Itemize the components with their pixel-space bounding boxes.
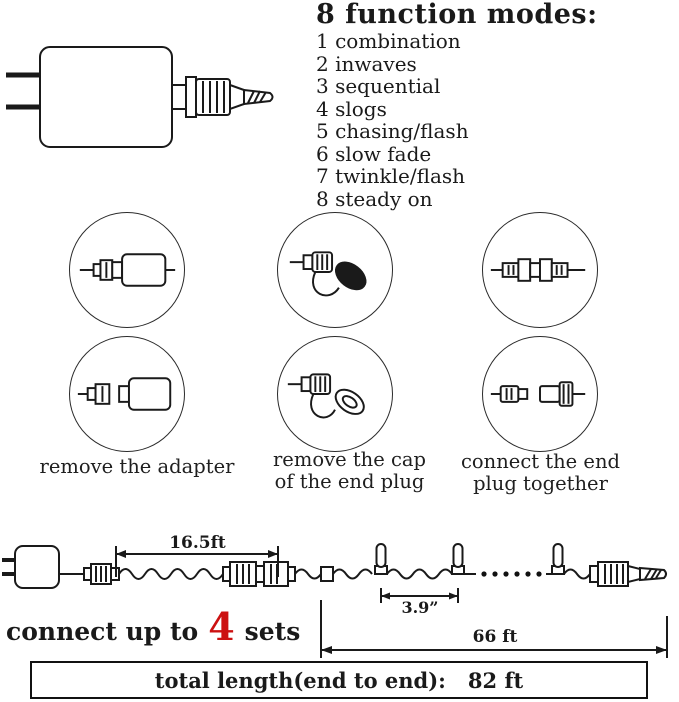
string-length-label: 66 ft xyxy=(472,627,518,647)
connect-suffix: sets xyxy=(244,617,301,646)
total-length-label: total length(end to end): xyxy=(154,667,446,693)
connect-sets-note: connect up to 4 sets xyxy=(6,604,301,649)
caption-connect-end: connect the end plug together xyxy=(443,451,638,494)
step-circle-plugs-connected xyxy=(482,212,598,328)
step-circle-adapter-removed xyxy=(69,336,185,452)
caption-remove-cap-line2: of the end plug xyxy=(274,469,425,493)
mode-item-5: 5 chasing/flash xyxy=(316,119,469,143)
caption-remove-adapter-line1: remove the adapter xyxy=(39,455,235,478)
function-modes-panel: 8 function modes: 1 combination 2 inwave… xyxy=(316,0,676,210)
bulb-icon xyxy=(375,543,387,568)
adapter-attached-art xyxy=(79,253,176,287)
bulb-icon xyxy=(452,543,464,568)
connect-prefix: connect up to xyxy=(6,617,199,646)
caption-remove-cap: remove the cap of the end plug xyxy=(252,449,447,492)
mode-item-1: 1 combination xyxy=(316,29,461,53)
plugs-connected-art xyxy=(490,258,586,282)
cap-on-art xyxy=(289,251,367,297)
connect-count: 4 xyxy=(208,604,235,649)
ac-adapter-illustration xyxy=(6,46,274,148)
mode-item-4: 4 slogs xyxy=(316,96,387,121)
caption-connect-end-line2: plug together xyxy=(473,471,608,495)
total-length-box: total length(end to end): 82 ft xyxy=(30,661,648,699)
cap-removed-art xyxy=(287,373,365,419)
bulb-spacing-label: 3.9” xyxy=(401,598,439,617)
step-circle-plugs-apart xyxy=(482,336,598,452)
mode-item-6: 6 slow fade xyxy=(316,141,432,166)
mode-item-3: 3 sequential xyxy=(316,74,441,98)
plugs-apart-art xyxy=(490,381,586,407)
step-circle-cap-on xyxy=(277,212,393,328)
step-circle-adapter-attached xyxy=(69,212,185,328)
step-circle-cap-removed xyxy=(277,336,393,452)
end-cap-dark xyxy=(334,261,367,291)
mode-item-7: 7 twinkle/flash xyxy=(316,164,466,188)
total-length-value: 82 ft xyxy=(467,667,524,693)
adapter-removed-art xyxy=(77,377,172,411)
string-light-diagram xyxy=(2,543,668,658)
mode-item-8: 8 steady on xyxy=(316,186,433,211)
caption-remove-adapter: remove the adapter xyxy=(27,456,247,478)
function-modes-title: 8 function modes: xyxy=(316,0,598,30)
caption-remove-cap-line1: remove the cap xyxy=(272,448,426,471)
mode-item-2: 2 inwaves xyxy=(316,51,417,76)
bulb-icon xyxy=(552,543,564,568)
caption-connect-end-line1: connect the end xyxy=(461,450,620,473)
adapter-body xyxy=(39,46,173,148)
diagram-plug-body xyxy=(14,545,60,589)
segment-length-label: 16.5ft xyxy=(169,533,226,553)
